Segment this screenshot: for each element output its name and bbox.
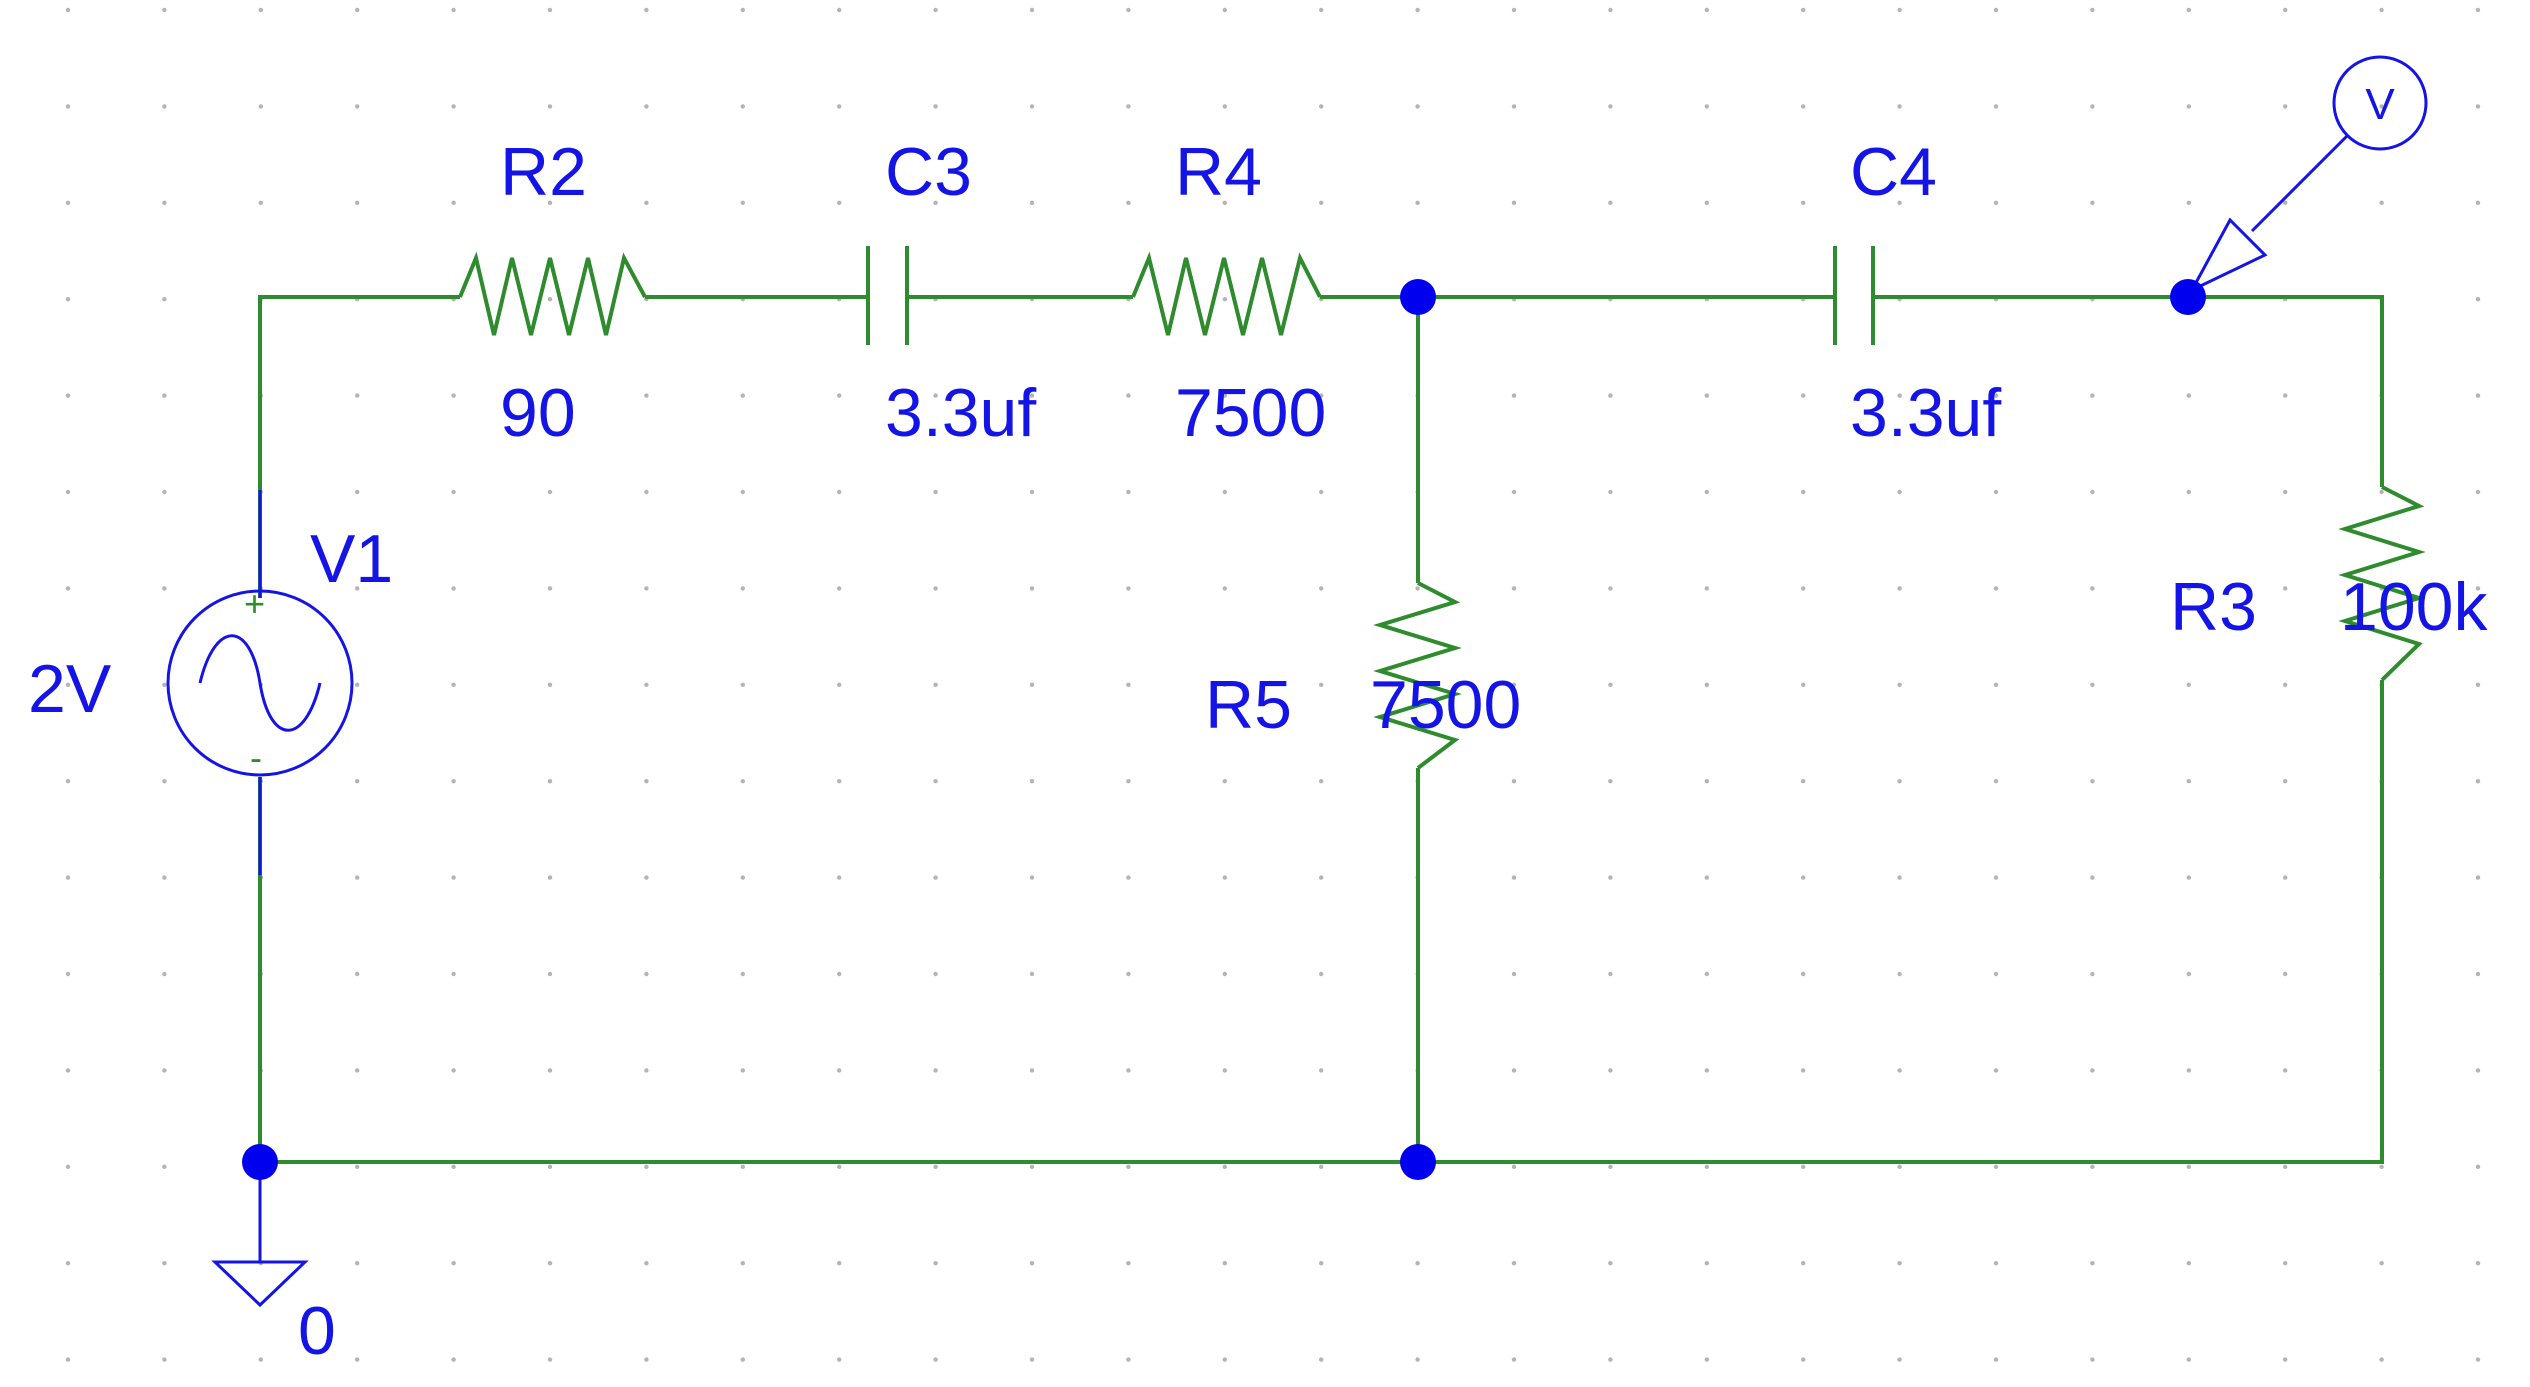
resistor-r5[interactable]: R5 7500 — [1205, 581, 1521, 770]
junction-dot — [2170, 279, 2206, 315]
wire-node-b-to-r3 — [2188, 295, 2384, 487]
junction-dot — [242, 1144, 278, 1180]
c3-value-label: 3.3uf — [885, 375, 1036, 451]
v1-value-label: 2V — [28, 651, 112, 727]
junctions — [242, 279, 2206, 1180]
r3-ref-label: R3 — [2170, 569, 2257, 645]
junction-dot — [1400, 279, 1436, 315]
resistor-r2[interactable]: R2 90 — [458, 134, 647, 451]
r2-ref-label: R2 — [500, 134, 587, 210]
v1-body — [166, 589, 354, 777]
v1-minus-sign: - — [250, 737, 262, 778]
resistor-r3-zigzag — [2338, 485, 2426, 682]
probe-stem — [2250, 134, 2349, 233]
r3-value-label: 100k — [2340, 569, 2488, 645]
ground-net-label: 0 — [298, 1293, 336, 1369]
resistor-r5-zigzag — [1373, 581, 1462, 770]
sine-wave-icon — [198, 634, 322, 732]
wire-r3-to-ground — [1418, 680, 2384, 1164]
ground-icon[interactable]: 0 — [211, 1162, 336, 1369]
c4-ref-label: C4 — [1850, 134, 1937, 210]
c3-ref-label: C3 — [885, 134, 972, 210]
voltage-probe-icon[interactable]: V — [2188, 55, 2428, 294]
resistor-r4-zigzag — [1131, 251, 1322, 336]
resistor-r2-zigzag — [458, 251, 647, 336]
probe-arrowhead — [2188, 217, 2268, 294]
v1-plus-sign: + — [244, 583, 265, 624]
c4-value-label: 3.3uf — [1850, 375, 2001, 451]
probe-label: V — [2365, 80, 2395, 129]
r5-value-label: 7500 — [1370, 667, 1521, 743]
probe-marker-circle — [2332, 55, 2428, 151]
r2-value-label: 90 — [500, 375, 576, 451]
ac-voltage-source-v1[interactable]: + - V1 2V — [28, 490, 393, 875]
junction-dot — [1400, 1144, 1436, 1180]
capacitor-c3[interactable]: C3 3.3uf — [866, 134, 1036, 451]
v1-ref-label: V1 — [310, 521, 393, 597]
wire-ground-rail — [258, 777, 1418, 1164]
capacitor-c4[interactable]: C4 3.3uf — [1833, 134, 2001, 451]
resistor-r3[interactable]: R3 100k — [2170, 485, 2488, 682]
resistor-r4[interactable]: R4 7500 — [1131, 134, 1326, 451]
r5-ref-label: R5 — [1205, 667, 1292, 743]
r4-ref-label: R4 — [1175, 134, 1262, 210]
r4-value-label: 7500 — [1175, 375, 1326, 451]
ground-triangle — [211, 1260, 309, 1308]
